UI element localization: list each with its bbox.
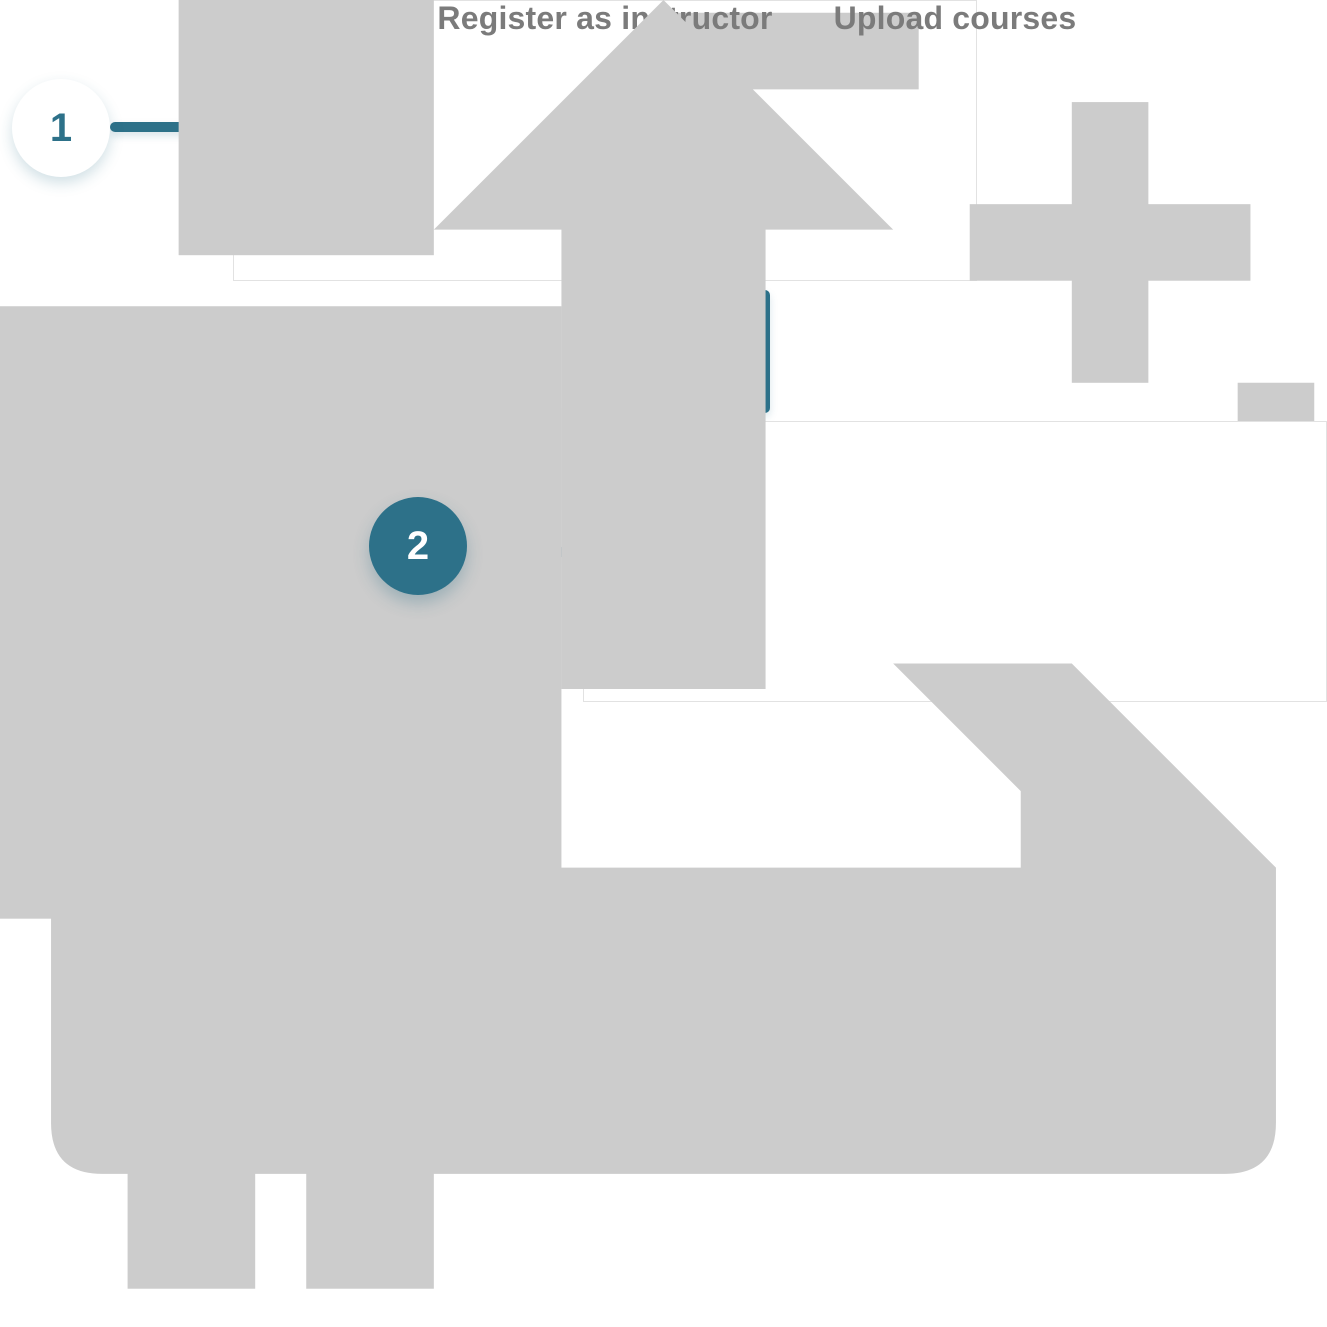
- step-number-badge-1[interactable]: 1: [12, 79, 110, 177]
- step-number-badge-2[interactable]: 2: [369, 497, 467, 595]
- step-label-upload: Upload courses: [833, 0, 1077, 36]
- connector-step1-card1: [110, 122, 235, 132]
- step-label-register: Register as instructor: [437, 0, 773, 36]
- upload-tray-icon: [51, 0, 1276, 1174]
